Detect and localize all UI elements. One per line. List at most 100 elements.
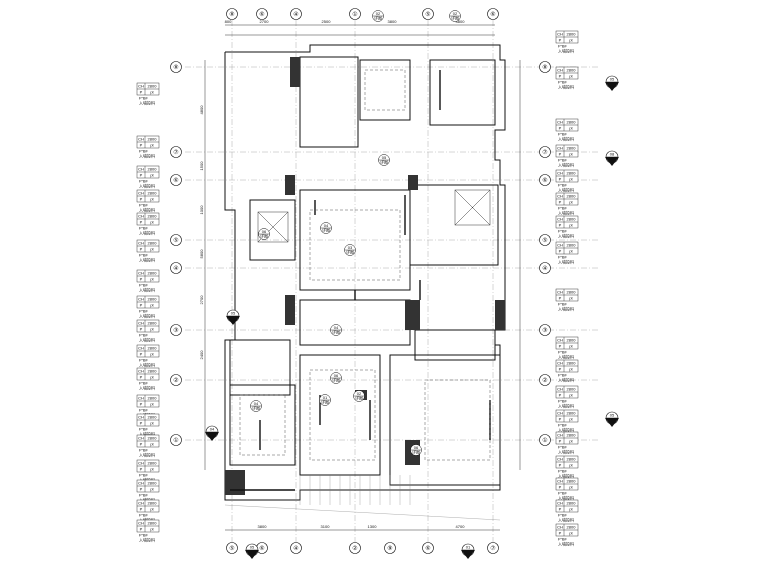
section-marker-ref-4: 详图 xyxy=(208,431,216,437)
legend-right-10-elev: F″BF xyxy=(558,373,568,378)
legend-left-3-r2a: P xyxy=(140,196,143,201)
legend-left-7-r1b: 2800 xyxy=(148,296,158,301)
room-tag-num-3: 06 xyxy=(262,229,267,234)
legend-right-0-r2a: P xyxy=(559,37,562,42)
legend-right-5-r1b: 2800 xyxy=(567,193,577,198)
grid-bubble-left-0: ⑧ xyxy=(170,61,182,73)
grid-bubble-bottom-1: ⑥ xyxy=(256,542,268,554)
legend-right-7-elev: F″BF xyxy=(558,255,568,260)
legend-left-1-r1b: 2800 xyxy=(148,136,158,141)
legend-left-11-r2a: P xyxy=(140,401,143,406)
grid-bubble-left-7: ① xyxy=(170,434,182,446)
grid-bubble-left-4-label: ④ xyxy=(173,265,178,272)
legend-right-8-r1a: CH xyxy=(557,289,563,294)
legend-right-14-r2a: P xyxy=(559,462,562,467)
legend-left-5-r2a: P xyxy=(140,246,143,251)
ceiling-outlines xyxy=(239,69,491,461)
legend-right-16-r2a: P xyxy=(559,506,562,511)
legend-left-14-r2b: pt xyxy=(150,466,154,471)
dim-bottom-0: 3800 xyxy=(258,524,268,529)
legend-left-14-elev: F″BF xyxy=(139,473,149,478)
legend-left-13-elev: F″BF xyxy=(139,448,149,453)
legend-left-5-elev: F″BF xyxy=(139,253,149,258)
legend-left-1-r1a: CH xyxy=(138,136,144,141)
section-marker-num-0: 05 xyxy=(610,77,615,82)
legend-left-16-r1a: CH xyxy=(138,500,144,505)
legend-right-12-r2a: P xyxy=(559,416,562,421)
legend-left-10-note: 入墙投料 xyxy=(139,385,155,391)
room-tag-ref-0: 详图 xyxy=(374,15,382,21)
legend-left-12-r1a: CH xyxy=(138,414,144,419)
grid-bubble-left-1: ⑦ xyxy=(170,146,182,158)
legend-left-1-elev: F″BF xyxy=(139,149,149,154)
legend-right-10-r1a: CH xyxy=(557,360,563,365)
grid-bubble-right-1: ⑦ xyxy=(539,146,551,158)
grid-bubble-left-2-label: ⑥ xyxy=(173,177,178,184)
legend-right-9-r1b: 2800 xyxy=(567,337,577,342)
grid-bubble-top-1: ⑥ xyxy=(256,8,268,20)
room-tag-num-11: 06 xyxy=(414,445,419,450)
legend-right-9-note: 入墙投料 xyxy=(558,354,574,360)
grid-bubble-bottom-5: ⑥ xyxy=(422,542,434,554)
legend-right-3-r2a: P xyxy=(559,151,562,156)
legend-right-7-note: 入墙投料 xyxy=(558,259,574,265)
legend-left-9-note: 入墙投料 xyxy=(139,362,155,368)
legend-left-6-r1a: CH xyxy=(138,270,144,275)
legend-right-10-r2a: P xyxy=(559,366,562,371)
room-tag-ref-4: 详图 xyxy=(322,227,330,233)
dim-left-5: 2400 xyxy=(199,350,204,360)
legend-right-8-note: 入墙投料 xyxy=(558,306,574,312)
legend-left-7-r1a: CH xyxy=(138,296,144,301)
legend-left-6-note: 入墙投料 xyxy=(139,287,155,293)
legend-right-4-r2a: P xyxy=(559,176,562,181)
legend-right-0-note: 入墙投料 xyxy=(558,48,574,54)
dim-top-0: 800 xyxy=(225,19,232,24)
room-tag-ref-8: 详图 xyxy=(252,405,260,411)
legend-right-7-r1a: CH xyxy=(557,242,563,247)
room-tag-num-5: 03 xyxy=(348,245,353,250)
legend-left-15-r2a: P xyxy=(140,486,143,491)
grid-bubble-bottom-0: ⑤ xyxy=(226,542,238,554)
section-marker-ref-1: 详图 xyxy=(608,156,616,162)
room-tag-ref-10: 详图 xyxy=(355,395,363,401)
section-marker-ref-3: 详图 xyxy=(608,417,616,423)
legend-right-16-r1a: CH xyxy=(557,500,563,505)
grid-bubble-right-3-label: ⑤ xyxy=(542,237,547,244)
room-tag-num-7: 06 xyxy=(334,373,339,378)
dim-top-2: 2500 xyxy=(322,19,332,24)
grid-bubble-left-4: ④ xyxy=(170,262,182,274)
legend-left-4-note: 入墙投料 xyxy=(139,230,155,236)
grid-bubble-left-7-label: ① xyxy=(173,437,178,444)
legend-left-3-elev: F″BF xyxy=(139,203,149,208)
section-marker-num-1: 08 xyxy=(610,152,615,157)
section-marker-num-3: 05 xyxy=(610,413,615,418)
legend-left-10-r2a: P xyxy=(140,374,143,379)
legend-right-6-elev: F″BF xyxy=(558,229,568,234)
grid-bubble-bottom-1-label: ⑥ xyxy=(259,545,264,552)
